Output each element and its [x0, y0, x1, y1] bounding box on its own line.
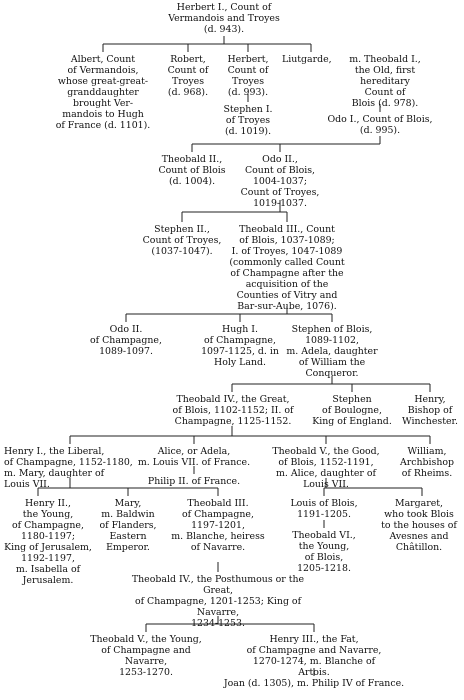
theobald-v-blois: Theobald V., the Good, of Blois, 1152-11…: [272, 446, 380, 490]
herbert-i: Herbert I., Count of Vermandois and Troy…: [168, 2, 280, 35]
william-archbishop: William, Archbishop of Rheims.: [399, 446, 455, 479]
philip-ii: Philip II. of France.: [147, 476, 241, 487]
stephen-ii: Stephen II., Count of Troyes, (1037-1047…: [142, 224, 222, 257]
herbert: Herbert, Count of Troyes (d. 993).: [227, 54, 269, 98]
odo-ii-blois: Odo II., Count of Blois, 1004-1037; Coun…: [240, 154, 320, 209]
theobald-vi: Theobald VI., the Young, of Blois, 1205-…: [292, 530, 356, 574]
odo-i: Odo I., Count of Blois, (d. 995).: [327, 114, 433, 136]
stephen-of-blois: Stephen of Blois, 1089-1102, m. Adela, d…: [286, 324, 378, 379]
mary: Mary, m. Baldwin of Flanders, Eastern Em…: [99, 498, 157, 553]
henry-i-liberal: Henry I., the Liberal, of Champagne, 115…: [4, 446, 133, 490]
robert: Robert, Count of Troyes (d. 968).: [167, 54, 209, 98]
stephen-of-boulogne: Stephen of Boulogne, King of England.: [312, 394, 392, 427]
theobald-iii: Theobald III., Count of Blois, 1037-1089…: [229, 224, 345, 312]
theobald-iii-champagne: Theobald III. of Champagne, 1197-1201, m…: [171, 498, 265, 553]
theobald-v-champagne: Theobald V., the Young, of Champagne and…: [90, 634, 202, 678]
margaret: Margaret, who took Blois to the houses o…: [381, 498, 457, 553]
henry-ii: Henry II., the Young, of Champagne, 1180…: [4, 498, 92, 586]
odo-ii-champagne: Odo II. of Champagne, 1089-1097.: [90, 324, 162, 357]
henry-iii: Henry III., the Fat, of Champagne and Na…: [246, 634, 382, 678]
liutgarde: Liutgarde,: [282, 54, 332, 65]
joan: Joan (d. 1305), m. Philip IV of France.: [223, 678, 405, 689]
henry-bishop: Henry, Bishop of Winchester.: [402, 394, 458, 427]
louis-of-blois: Louis of Blois, 1191-1205.: [290, 498, 358, 520]
hugh-i: Hugh I. of Champagne, 1097-1125, d. in H…: [201, 324, 279, 368]
theobald-iv-champagne: Theobald IV., the Posthumous or the Grea…: [131, 574, 305, 629]
theobald-i: m. Theobald I., the Old, first hereditar…: [349, 54, 421, 109]
stephen-i: Stephen I. of Troyes (d. 1019).: [223, 104, 273, 137]
alice-or-adela: Alice, or Adela, m. Louis VII. of France…: [137, 446, 251, 468]
theobald-iv: Theobald IV., the Great, of Blois, 1102-…: [172, 394, 294, 427]
theobald-ii: Theobald II., Count of Blois (d. 1004).: [158, 154, 226, 187]
albert: Albert, Count of Vermandois, whose great…: [55, 54, 151, 131]
